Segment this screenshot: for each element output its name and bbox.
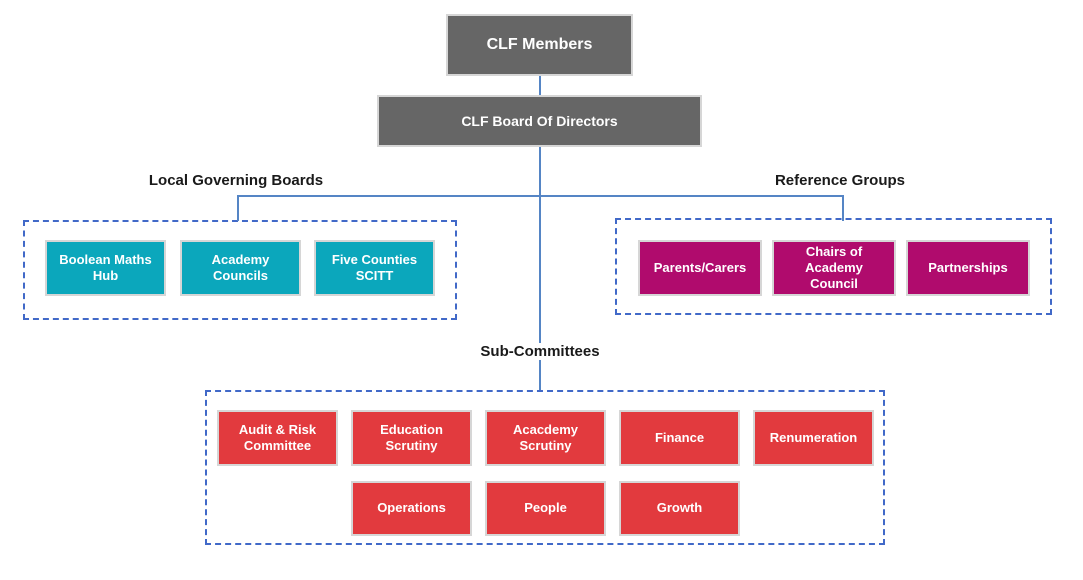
node-growth: Growth <box>619 481 740 536</box>
node-audit-risk-committee: Audit & Risk Committee <box>217 410 338 466</box>
group-container-sub-committees <box>205 390 885 545</box>
node-clf-board-of-directors: CLF Board Of Directors <box>377 95 702 147</box>
node-clf-members: CLF Members <box>446 14 633 76</box>
section-label-sub-committees: Sub-Committees <box>450 343 630 360</box>
section-label-reference-groups: Reference Groups <box>774 172 906 189</box>
node-education-scrutiny: Education Scrutiny <box>351 410 472 466</box>
group-container-local-governing-boards <box>23 220 457 320</box>
connector-drop-reference-groups <box>842 197 844 221</box>
node-boolean-maths-hub: Boolean Maths Hub <box>45 240 166 296</box>
section-label-local-governing-boards: Local Governing Boards <box>148 172 324 189</box>
node-academy-councils: Academy Councils <box>180 240 301 296</box>
node-renumeration: Renumeration <box>753 410 874 466</box>
node-people: People <box>485 481 606 536</box>
connector-horizontal-branch <box>237 195 844 197</box>
node-five-counties-scitt: Five Counties SCITT <box>314 240 435 296</box>
node-parents-carers: Parents/Carers <box>638 240 762 296</box>
node-finance: Finance <box>619 410 740 466</box>
connector-drop-local-governing-boards <box>237 197 239 221</box>
node-operations: Operations <box>351 481 472 536</box>
connector-members-to-board <box>539 76 541 95</box>
group-container-reference-groups <box>615 218 1052 315</box>
node-partnerships: Partnerships <box>906 240 1030 296</box>
node-chairs-of-academy-council: Chairs of Academy Council <box>772 240 896 296</box>
node-academy-scrutiny: Acacdemy Scrutiny <box>485 410 606 466</box>
connector-board-to-subcommittees <box>539 147 541 390</box>
